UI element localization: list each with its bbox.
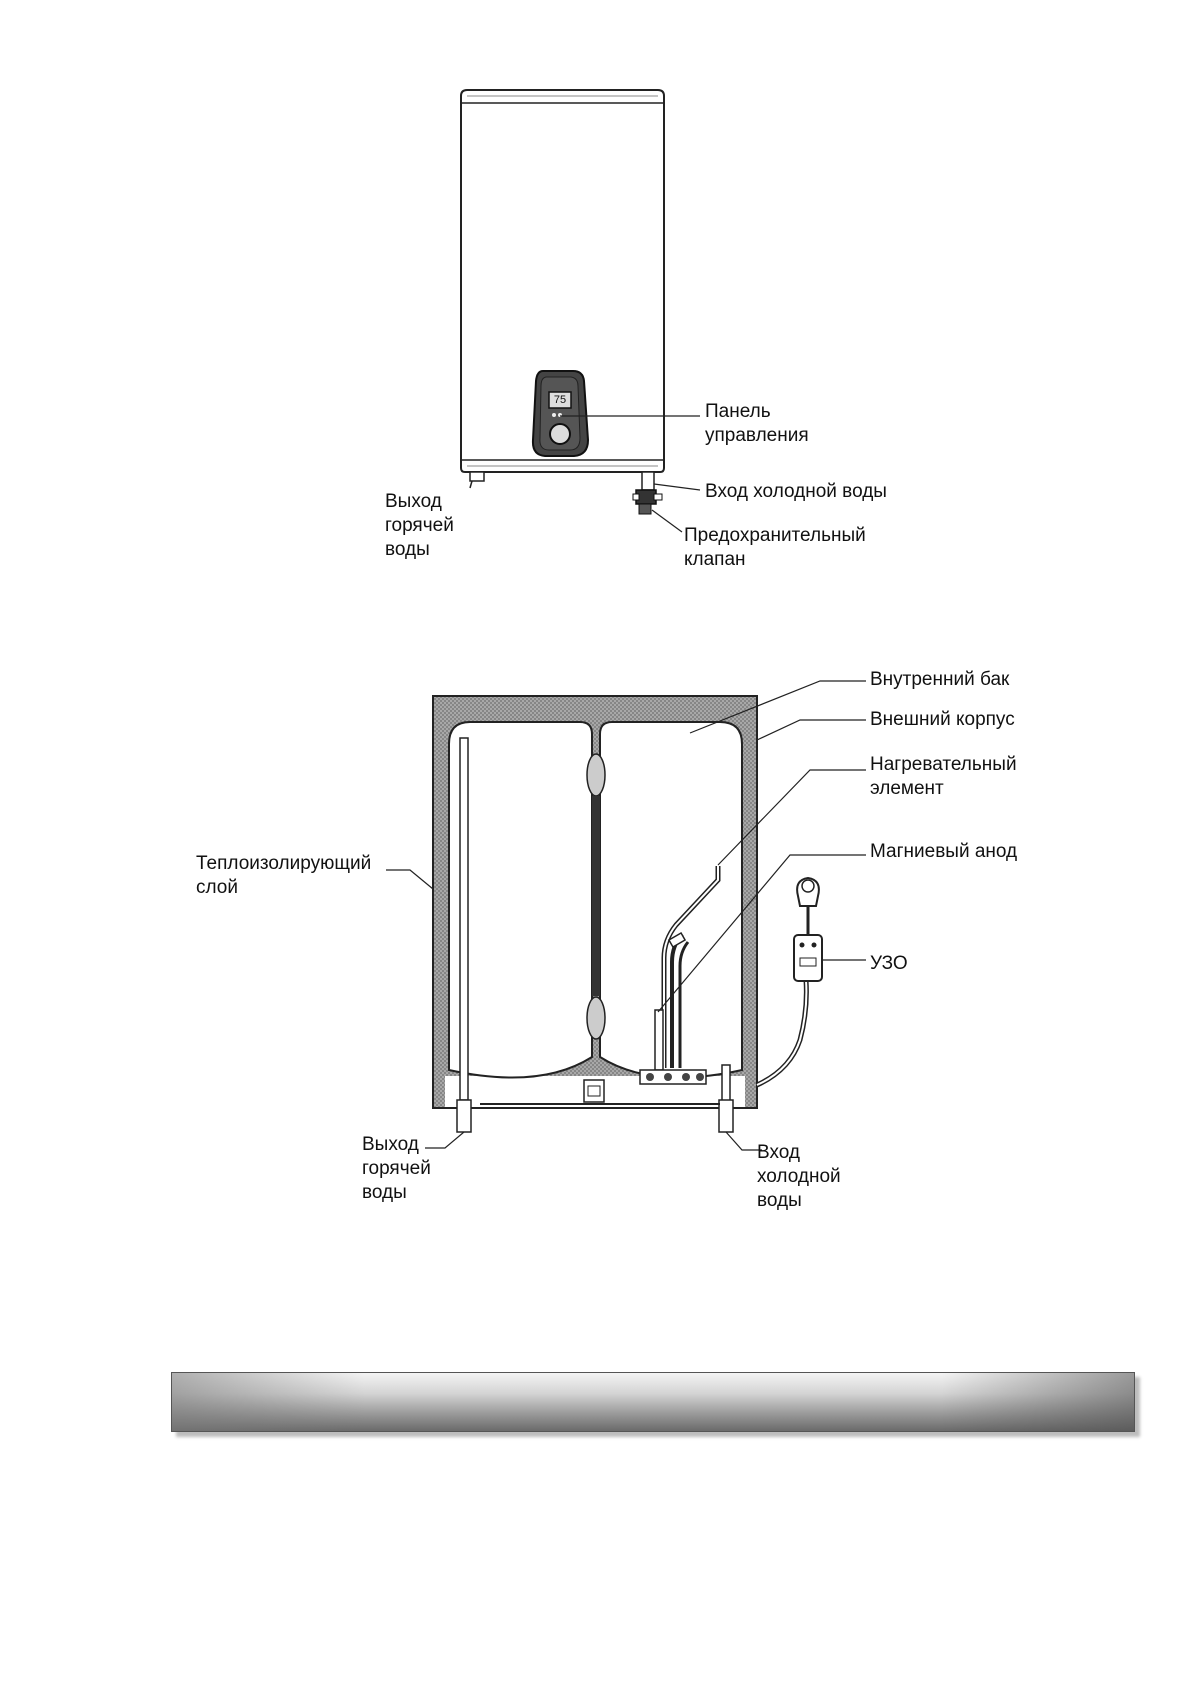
label-safety-valve: Предохранительный клапан: [684, 525, 866, 570]
inner-tank: [448, 721, 743, 1079]
label-cold-inlet-bottom: Вход холодной воды: [757, 1142, 841, 1211]
label-hot-outlet-top: Выход горячей воды: [385, 491, 454, 560]
display-readout: 75: [553, 394, 567, 406]
leader-anode: [657, 854, 866, 1013]
hot-outlet-fitting: [469, 471, 485, 489]
leader-outer-casing: [756, 719, 866, 741]
leader-heating-element: [717, 769, 866, 866]
heater-front-view: [460, 89, 701, 533]
outer-casing: [432, 695, 758, 1109]
label-rcd: УЗО: [870, 953, 908, 974]
cold-water-pipe: [718, 1064, 734, 1133]
leader-safety-valve: [651, 509, 683, 533]
label-outer-casing: Внешний корпус: [870, 709, 1015, 730]
rcd-device: [793, 934, 823, 982]
label-insulation: Теплоизолирующий слой: [196, 853, 372, 898]
label-heating-element: Нагревательный элемент: [870, 754, 1017, 799]
heating-element: [654, 866, 721, 1071]
leader-inner-tank: [689, 680, 866, 734]
leader-hot-outlet: [425, 1131, 465, 1149]
element-flange: [639, 1069, 707, 1085]
leader-insulation: [386, 869, 434, 890]
power-cable: [755, 905, 810, 1088]
banner-shading: [172, 1373, 1134, 1431]
heater-body: [460, 89, 665, 473]
section-banner: [171, 1372, 1135, 1432]
plug: [796, 876, 820, 907]
label-cold-inlet-top: Вход холодной воды: [705, 481, 887, 502]
label-control-panel: Панель управления: [705, 401, 809, 446]
label-inner-tank: Внутренний бак: [870, 669, 1010, 690]
hot-water-pipe: [456, 737, 472, 1133]
bottom-fittings: [480, 1079, 720, 1105]
leader-lines: [386, 680, 866, 1151]
label-magnesium-anode: Магниевый анод: [870, 841, 1018, 862]
label-hot-outlet-bottom: Выход горячей воды: [362, 1134, 431, 1203]
control-panel: [531, 370, 590, 457]
cold-inlet-valve: [632, 471, 663, 515]
leader-cold-inlet: [653, 483, 701, 491]
